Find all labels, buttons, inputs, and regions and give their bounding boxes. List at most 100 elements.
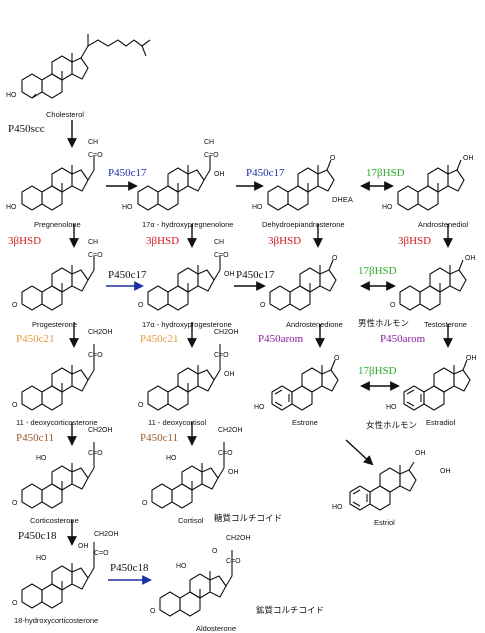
atom-o-bridge-aldosterone: O [212, 548, 218, 555]
structure-pregnenolone [21, 156, 95, 211]
structure-cholesterol [21, 34, 151, 99]
enzyme-p450c17-top-right: P450c17 [246, 167, 285, 179]
atom-oh-cortisol: OH [228, 469, 239, 476]
atom-o-testosterone: O [390, 302, 396, 309]
label-17oh-progesterone: 17α - hydroxyprogesterone [142, 320, 232, 329]
atom-co-11-deoxycortisol: C=O [214, 352, 229, 359]
atom-ho11-18-hydroxycorticosterone: HO [36, 555, 47, 562]
atom-o-11-deoxycortisol: O [138, 402, 144, 409]
atom-o-18-hydroxycorticosterone: O [12, 600, 18, 607]
label-11-deoxycortisol: 11 - deoxycortisol [148, 418, 207, 427]
structure-17oh-progesterone [147, 256, 221, 311]
atom-o-progesterone: O [12, 302, 18, 309]
enzyme-p450c21-left: P450c21 [16, 333, 55, 345]
label-testosterone: Testosterone [424, 320, 467, 329]
atom-o-corticosterone: O [12, 500, 18, 507]
atom-ch2oh-cortisol: CH2OH [218, 427, 243, 434]
atom-oh-17oh-progesterone: OH [224, 271, 235, 278]
structure-testosterone [399, 259, 467, 311]
enzyme-17bhsd-top: 17βHSD [366, 167, 405, 179]
label-glucocorticoid: 糖質コルチコイド [214, 514, 283, 524]
label-mineralocorticoid: 鉱質コルチコイド [256, 606, 325, 616]
label-estriol: Estriol [374, 518, 395, 527]
atom-oh-androstenediol: OH [463, 155, 474, 162]
atom-ch2oh-18-hydroxycorticosterone: CH2OH [94, 531, 119, 538]
atom-ch3-pregnenolone: CH [88, 139, 98, 146]
enzyme-p450c18-right: P450c18 [110, 562, 149, 574]
atom-ho-estrone: HO [254, 404, 265, 411]
atom-oh-11-deoxycortisol: OH [224, 371, 235, 378]
label-female-hormone: 女性ホルモン [366, 421, 418, 431]
enzyme-p450arom-right: P450arom [380, 333, 426, 345]
label-cortisol: Cortisol [178, 516, 204, 525]
enzyme-3bhsd-2: 3βHSD [146, 235, 180, 247]
enzyme-p450arom-left: P450arom [258, 333, 304, 345]
atom-o-aldosterone: O [150, 608, 156, 615]
enzyme-17bhsd-low: 17βHSD [358, 365, 397, 377]
structure-progesterone [21, 256, 95, 311]
enzyme-p450c17-top-left: P450c17 [108, 167, 147, 179]
structure-estriol [349, 461, 417, 511]
enzyme-p450c21-right: P450c21 [140, 333, 179, 345]
atom-o-11-deoxycorticosterone: O [12, 402, 18, 409]
atom-ho-pregnenolone: HO [6, 204, 17, 211]
atom-o17-androstenedione: O [332, 255, 338, 262]
structure-estrone [271, 359, 339, 411]
atom-ch3-17oh-pregnenolone: CH [204, 139, 214, 146]
label-progesterone: Progesterone [32, 320, 78, 329]
atom-ho-estriol: HO [332, 504, 343, 511]
structure-cortisol [151, 442, 225, 509]
atom-co-aldosterone: C=O [226, 558, 241, 565]
structure-aldosterone [159, 550, 233, 617]
atom-ho-androstenediol: HO [382, 204, 393, 211]
atom-ho11-cortisol: HO [166, 455, 177, 462]
atom-ho-dhea: HO [252, 204, 263, 211]
atom-oh16-estriol: OH [415, 450, 426, 457]
enzyme-p450c18-left: P450c18 [18, 530, 57, 542]
atom-co-18-hydroxycorticosterone: C=O [94, 550, 109, 557]
label-18-hydroxycorticosterone: 18-hydroxycorticosterone [14, 616, 99, 625]
atom-o-dhea: O [330, 155, 336, 162]
atom-o-androstenedione: O [260, 302, 266, 309]
label-estrone: Estrone [292, 418, 318, 427]
atom-ch3-17oh-progesterone: CH [214, 239, 224, 246]
structure-dhea [267, 159, 335, 211]
structure-11-deoxycortisol [147, 344, 221, 411]
atom-ch2oh-11-deoxycorticosterone: CH2OH [88, 329, 113, 336]
atom-o-estrone: O [334, 355, 340, 362]
enzyme-3bhsd-1: 3βHSD [8, 235, 42, 247]
atom-co-cortisol: C=O [218, 450, 233, 457]
label-male-hormone: 男性ホルモン [358, 319, 410, 329]
enzyme-p450scc: P450scc [8, 123, 45, 135]
label-androstenedione: Androstenedione [286, 320, 343, 329]
atom-co-progesterone: C=O [88, 252, 103, 259]
atom-ho-cholesterol: HO [6, 92, 17, 99]
atom-ho11-corticosterone: HO [36, 455, 47, 462]
atom-o-cortisol: O [142, 500, 148, 507]
label-estradiol: Estradiol [426, 418, 456, 427]
label-pregnenolone: Pregnenolone [34, 220, 81, 229]
enzyme-p450c17-mid-right: P450c17 [236, 269, 275, 281]
label-androstenediol: Androstenediol [418, 220, 469, 229]
enzyme-3bhsd-3: 3βHSD [268, 235, 302, 247]
atom-co-11-deoxycorticosterone: C=O [88, 352, 103, 359]
enzyme-3bhsd-4: 3βHSD [398, 235, 432, 247]
atom-ch3-progesterone: CH [88, 239, 98, 246]
enzyme-p450c11-right: P450c11 [140, 432, 179, 444]
arrow-estradiol-to-estriol [345, 439, 374, 466]
label-aldosterone: Aldosterone [196, 624, 237, 633]
atom-oh-testosterone: OH [465, 255, 476, 262]
atom-o-17oh-progesterone: O [138, 302, 144, 309]
structure-estradiol [403, 359, 471, 411]
label-cholesterol: Cholesterol [46, 110, 84, 119]
label-11-deoxycorticosterone: 11 - deoxycorticosterone [16, 418, 98, 427]
atom-ch2oh-11-deoxycortisol: CH2OH [214, 329, 239, 336]
atom-oh17-estriol: OH [440, 468, 451, 475]
label-dhea-abbrev: DHEA [332, 195, 353, 204]
enzyme-p450c11-left: P450c11 [16, 432, 55, 444]
atom-co-pregnenolone: C=O [88, 152, 103, 159]
atom-co-17oh-pregnenolone: C=O [204, 152, 219, 159]
structure-18-hydroxycorticosterone [21, 542, 95, 609]
